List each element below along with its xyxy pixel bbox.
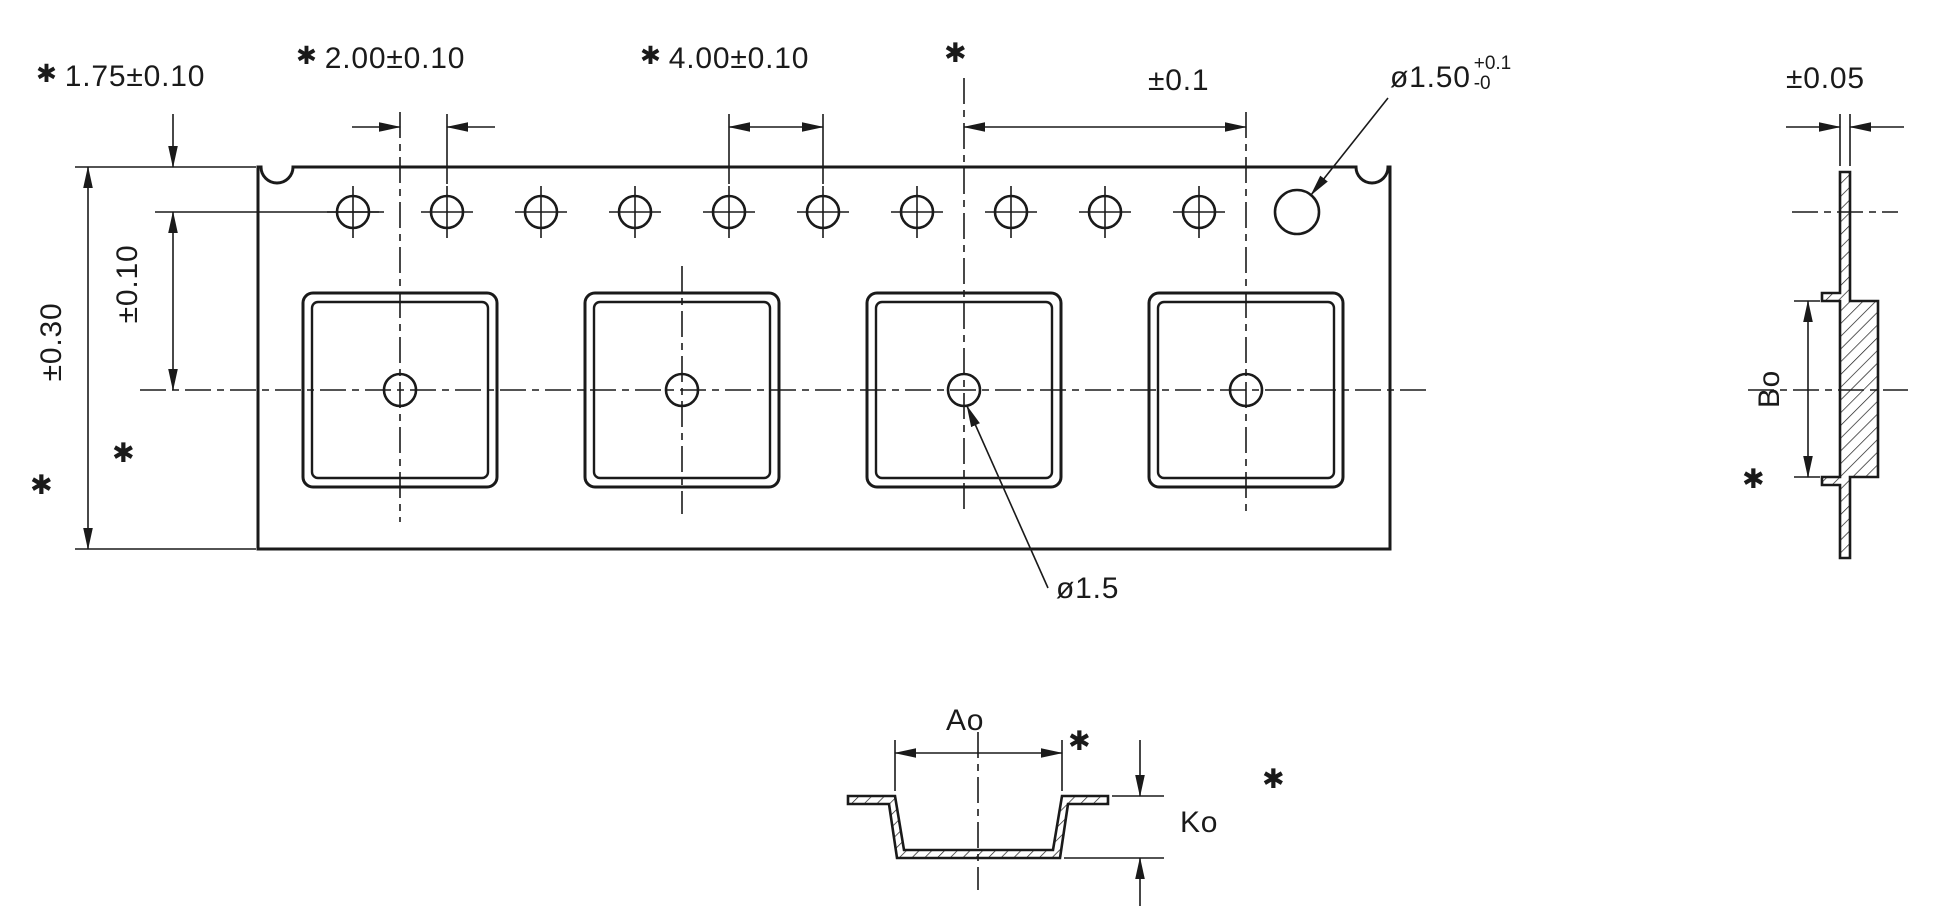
leader-pocket-center-hole	[966, 405, 1049, 589]
label-pocket-depth-ko: Ko	[1180, 806, 1218, 840]
label-hole-pitch-dim: ✱ 2.00±0.10	[296, 42, 465, 76]
dimension-text: Ao	[946, 704, 985, 737]
asterisk-marker: ✱	[1742, 464, 1765, 494]
label-hole-to-pocket-tolerance: ±0.10	[111, 244, 144, 324]
dimension-lines	[83, 114, 1904, 906]
dimension-text: 4.00±0.10	[668, 42, 810, 75]
side-section-view	[1820, 170, 1880, 560]
asterisk-marker: ✱	[1068, 726, 1091, 756]
asterisk-marker: ✱	[36, 60, 58, 88]
dimension-text: Ko	[1180, 806, 1219, 839]
asterisk-marker: ✱	[112, 438, 135, 468]
centerlines	[140, 78, 1908, 890]
label-pocket-center-hole-diameter: ø1.5	[1056, 572, 1119, 606]
asterisk-marker: ✱	[296, 42, 318, 70]
tolerance-lower: -0	[1473, 72, 1491, 94]
leader-lines	[966, 97, 1389, 589]
label-tape-width-tolerance: ±0.30	[35, 302, 68, 382]
leader-sprocket-hole-diameter	[1310, 97, 1389, 196]
sprocket-hole-crosshairs	[327, 186, 1225, 238]
asterisk-marker: ✱	[1262, 764, 1285, 794]
asterisk-marker: ✱	[640, 42, 662, 70]
dimension-text: ±0.1	[1148, 64, 1210, 97]
pocket-cross-section-view	[846, 794, 1110, 860]
label-edge-to-hole-dim: ✱ 1.75±0.10	[36, 60, 205, 94]
section-view-profile	[846, 794, 1110, 860]
tolerance-stack: +0.1 -0	[1474, 54, 1512, 94]
side-view-profile	[1820, 170, 1880, 560]
asterisk-marker: ✱	[30, 470, 53, 500]
dimension-text: 1.75±0.10	[64, 60, 206, 93]
dimension-text: ±0.05	[1786, 62, 1865, 95]
dimension-text: ø1.50	[1390, 60, 1471, 94]
label-pocket-pitch-dim: ✱ 4.00±0.10	[640, 42, 809, 76]
label-pocket-length-bo: Bo	[1753, 369, 1786, 409]
large-sprocket-hole	[1273, 188, 1321, 236]
label-sprocket-hole-diameter: ø1.50 +0.1 -0	[1390, 54, 1511, 98]
dimension-text: 2.00±0.10	[324, 42, 466, 75]
label-thickness-tolerance: ±0.05	[1786, 62, 1865, 96]
dimension-text: ø1.5	[1056, 572, 1120, 605]
asterisk-marker: ✱	[944, 38, 967, 68]
tape-outline	[256, 165, 1392, 551]
tolerance-upper: +0.1	[1473, 53, 1512, 74]
label-pocket-width-ao: Ao	[946, 704, 984, 738]
sprocket-holes	[327, 186, 1321, 238]
label-cumulative-tolerance: ±0.1	[1148, 64, 1209, 98]
